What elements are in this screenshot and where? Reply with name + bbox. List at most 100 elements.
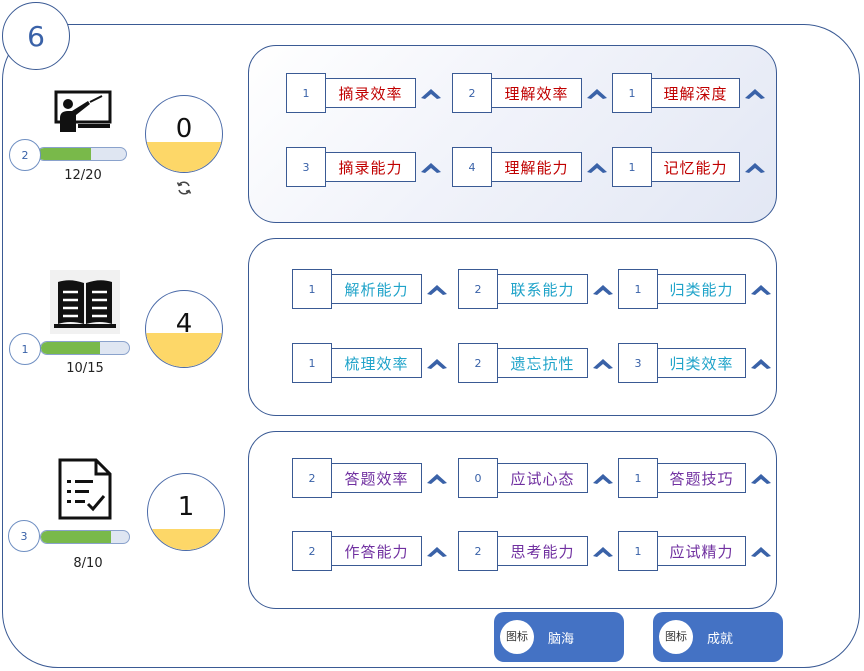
upgrade-chevron-icon[interactable]	[420, 160, 442, 174]
progress-bar	[40, 341, 130, 355]
skill-label: 摘录效率	[326, 78, 416, 108]
skill-level: 3	[618, 343, 658, 383]
level-badge: 6	[2, 2, 70, 70]
skill-level: 2	[292, 458, 332, 498]
skill-label: 遗忘抗性	[498, 348, 588, 378]
skills-panel-3	[248, 431, 777, 609]
skill-label: 作答能力	[332, 536, 422, 566]
upgrade-chevron-icon[interactable]	[592, 356, 614, 370]
skill-label: 联系能力	[498, 274, 588, 304]
skill-level: 1	[292, 343, 332, 383]
skill-level: 2	[458, 531, 498, 571]
teacher-board-icon	[54, 90, 112, 132]
achievement-tab-button[interactable]: 图标 成就	[653, 612, 783, 662]
skill-level: 2	[458, 343, 498, 383]
skill-level: 1	[618, 458, 658, 498]
skill-label: 归类能力	[658, 274, 746, 304]
refresh-icon[interactable]	[176, 180, 192, 196]
skill-label: 摘录能力	[326, 152, 416, 182]
upgrade-chevron-icon[interactable]	[750, 544, 772, 558]
skill-label: 思考能力	[498, 536, 588, 566]
upgrade-chevron-icon[interactable]	[744, 86, 766, 100]
brain-tab-button[interactable]: 图标 脑海	[494, 612, 624, 662]
skill-level: 3	[286, 147, 326, 187]
skill-level: 1	[618, 269, 658, 309]
skill-level: 0	[458, 458, 498, 498]
upgrade-chevron-icon[interactable]	[426, 471, 448, 485]
progress-count: 12/20	[64, 168, 102, 183]
upgrade-chevron-icon[interactable]	[750, 282, 772, 296]
skill-label: 理解能力	[492, 152, 582, 182]
skill-level: 2	[452, 73, 492, 113]
upgrade-chevron-icon[interactable]	[744, 160, 766, 174]
skill-label: 答题技巧	[658, 463, 746, 493]
progress-bar	[37, 147, 127, 161]
upgrade-chevron-icon[interactable]	[592, 471, 614, 485]
score-cup: 1	[147, 473, 225, 551]
skill-level: 1	[292, 269, 332, 309]
upgrade-chevron-icon[interactable]	[426, 282, 448, 296]
cup-liquid	[146, 332, 222, 367]
rank-badge: 3	[8, 520, 40, 552]
skill-level: 1	[286, 73, 326, 113]
upgrade-chevron-icon[interactable]	[592, 544, 614, 558]
skill-level: 1	[618, 531, 658, 571]
skill-label: 归类效率	[658, 348, 746, 378]
upgrade-chevron-icon[interactable]	[586, 86, 608, 100]
skill-level: 4	[452, 147, 492, 187]
cup-liquid	[148, 528, 224, 550]
open-book-icon	[50, 270, 120, 334]
tab-label: 脑海	[548, 631, 575, 647]
progress-fill	[41, 531, 112, 543]
upgrade-chevron-icon[interactable]	[750, 356, 772, 370]
progress-fill	[38, 148, 91, 160]
score-value: 1	[177, 492, 195, 522]
skill-label: 应试精力	[658, 536, 746, 566]
skill-level: 1	[612, 147, 652, 187]
skills-panel-1	[248, 45, 777, 223]
score-value: 0	[175, 114, 193, 144]
progress-count: 8/10	[73, 556, 103, 571]
upgrade-chevron-icon[interactable]	[750, 471, 772, 485]
skill-label: 答题效率	[332, 463, 422, 493]
upgrade-chevron-icon[interactable]	[586, 160, 608, 174]
cup-liquid	[146, 141, 222, 172]
skill-label: 解析能力	[332, 274, 422, 304]
skill-label: 理解效率	[492, 78, 582, 108]
progress-count: 10/15	[66, 361, 104, 376]
skill-label: 梳理效率	[332, 348, 422, 378]
upgrade-chevron-icon[interactable]	[426, 544, 448, 558]
upgrade-chevron-icon[interactable]	[420, 86, 442, 100]
score-value: 4	[175, 309, 193, 339]
upgrade-chevron-icon[interactable]	[426, 356, 448, 370]
tab-label: 成就	[707, 631, 734, 647]
score-cup: 4	[145, 290, 223, 368]
score-cup: 0	[145, 95, 223, 173]
skill-level: 1	[612, 73, 652, 113]
skills-panel-2	[248, 238, 777, 416]
checklist-document-icon	[58, 458, 112, 520]
skill-label: 理解深度	[652, 78, 740, 108]
tab-icon: 图标	[500, 620, 534, 654]
skill-label: 应试心态	[498, 463, 588, 493]
tab-icon: 图标	[659, 620, 693, 654]
upgrade-chevron-icon[interactable]	[592, 282, 614, 296]
